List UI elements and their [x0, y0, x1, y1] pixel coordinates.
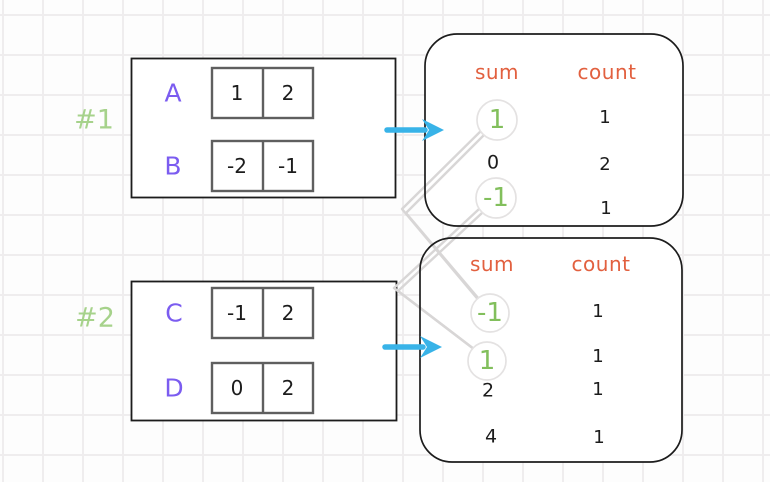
table1-row3-sum: -1: [483, 183, 509, 213]
group2-rowD-cell1: 2: [281, 376, 295, 400]
group2-rowD-name: D: [164, 373, 184, 403]
table2-row2-sum: 1: [478, 346, 496, 376]
table1-row2-sum: 0: [486, 151, 500, 174]
group1-rowB-cell0: -2: [227, 154, 247, 178]
table2-row4-sum: 4: [484, 425, 498, 448]
table2-row1-sum: -1: [477, 298, 503, 328]
group1-rowA-cell0: 1: [230, 81, 244, 105]
group1-label: #1: [74, 104, 114, 136]
table1-count-header: count: [577, 60, 637, 84]
table1-row3-count: 1: [600, 198, 612, 219]
group1-rowB-cell1: -1: [278, 154, 298, 178]
connector-line: [392, 195, 494, 358]
table1-panel: [425, 34, 683, 226]
table2-row3-count: 1: [592, 379, 604, 400]
group2-label: #2: [75, 302, 115, 334]
group1-rowB-name: B: [164, 151, 182, 181]
table2-row1-count: 1: [592, 301, 604, 322]
highlight-circle-t1-sum1: [476, 99, 518, 141]
table1-sum-header: sum: [474, 60, 520, 84]
table2-row4-count: 1: [593, 427, 605, 448]
table1-row2-count: 2: [599, 154, 611, 175]
arrow2-icon: [382, 336, 442, 358]
group2-rowC-name: C: [165, 298, 183, 328]
table2-border: [419, 237, 683, 463]
table2-panel: [420, 238, 682, 462]
group1-rowA-name: A: [164, 78, 182, 108]
table1-row1-count: 1: [599, 107, 611, 128]
group2-rowD-cell0: 0: [230, 376, 244, 400]
highlight-circle-t2-sum-neg1: [470, 293, 510, 333]
highlight-circle-t2-sum1: [467, 341, 507, 381]
table2-row2-count: 1: [592, 346, 604, 367]
group1-rowA-cell1: 2: [281, 81, 295, 105]
table2-row3-sum: 2: [481, 379, 495, 402]
arrow1-icon: [384, 119, 444, 141]
highlight-circle-t1-sum-neg1: [475, 177, 517, 219]
table2-sum-header: sum: [469, 252, 515, 276]
table1-row1-sum: 1: [488, 105, 506, 135]
group2-rowC-cell1: 2: [281, 301, 295, 325]
connector-line: [400, 117, 495, 311]
table2-count-header: count: [571, 252, 631, 276]
group2-rowC-cell0: -1: [227, 301, 247, 325]
